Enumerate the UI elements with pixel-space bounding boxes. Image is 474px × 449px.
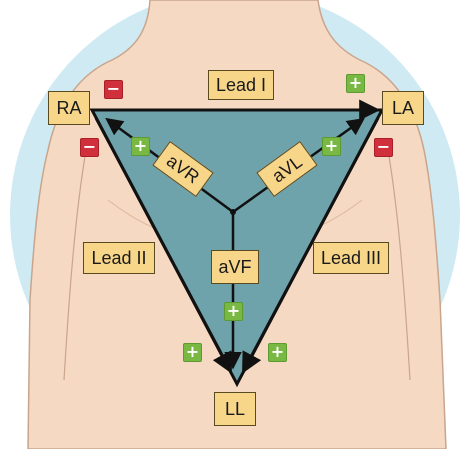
plus-icon-avf: + bbox=[224, 302, 243, 321]
lead-ii-arrow bbox=[94, 117, 232, 374]
plus-icon-lead-ii: + bbox=[183, 343, 202, 362]
avf-label: aVF bbox=[211, 250, 259, 284]
plus-icon-la-top: + bbox=[346, 74, 365, 93]
lead-iii-label: Lead III bbox=[313, 242, 389, 274]
plus-icon-avl: + bbox=[322, 137, 341, 156]
lead-iii-arrow bbox=[242, 117, 380, 374]
lead-ii-label: Lead II bbox=[83, 242, 155, 274]
electrode-la: LA bbox=[382, 91, 424, 125]
electrode-ra: RA bbox=[48, 91, 90, 125]
electrode-ll: LL bbox=[214, 392, 256, 426]
plus-icon-lead-iii: + bbox=[268, 343, 287, 362]
minus-icon-ra-top: − bbox=[104, 80, 123, 99]
plus-icon-avr: + bbox=[131, 137, 150, 156]
right-arm-outline bbox=[387, 149, 411, 381]
minus-icon-la-side: − bbox=[374, 138, 393, 157]
minus-icon-ra-side: − bbox=[80, 138, 99, 157]
lead-i-label: Lead I bbox=[208, 70, 274, 100]
left-arm-outline bbox=[63, 149, 87, 381]
